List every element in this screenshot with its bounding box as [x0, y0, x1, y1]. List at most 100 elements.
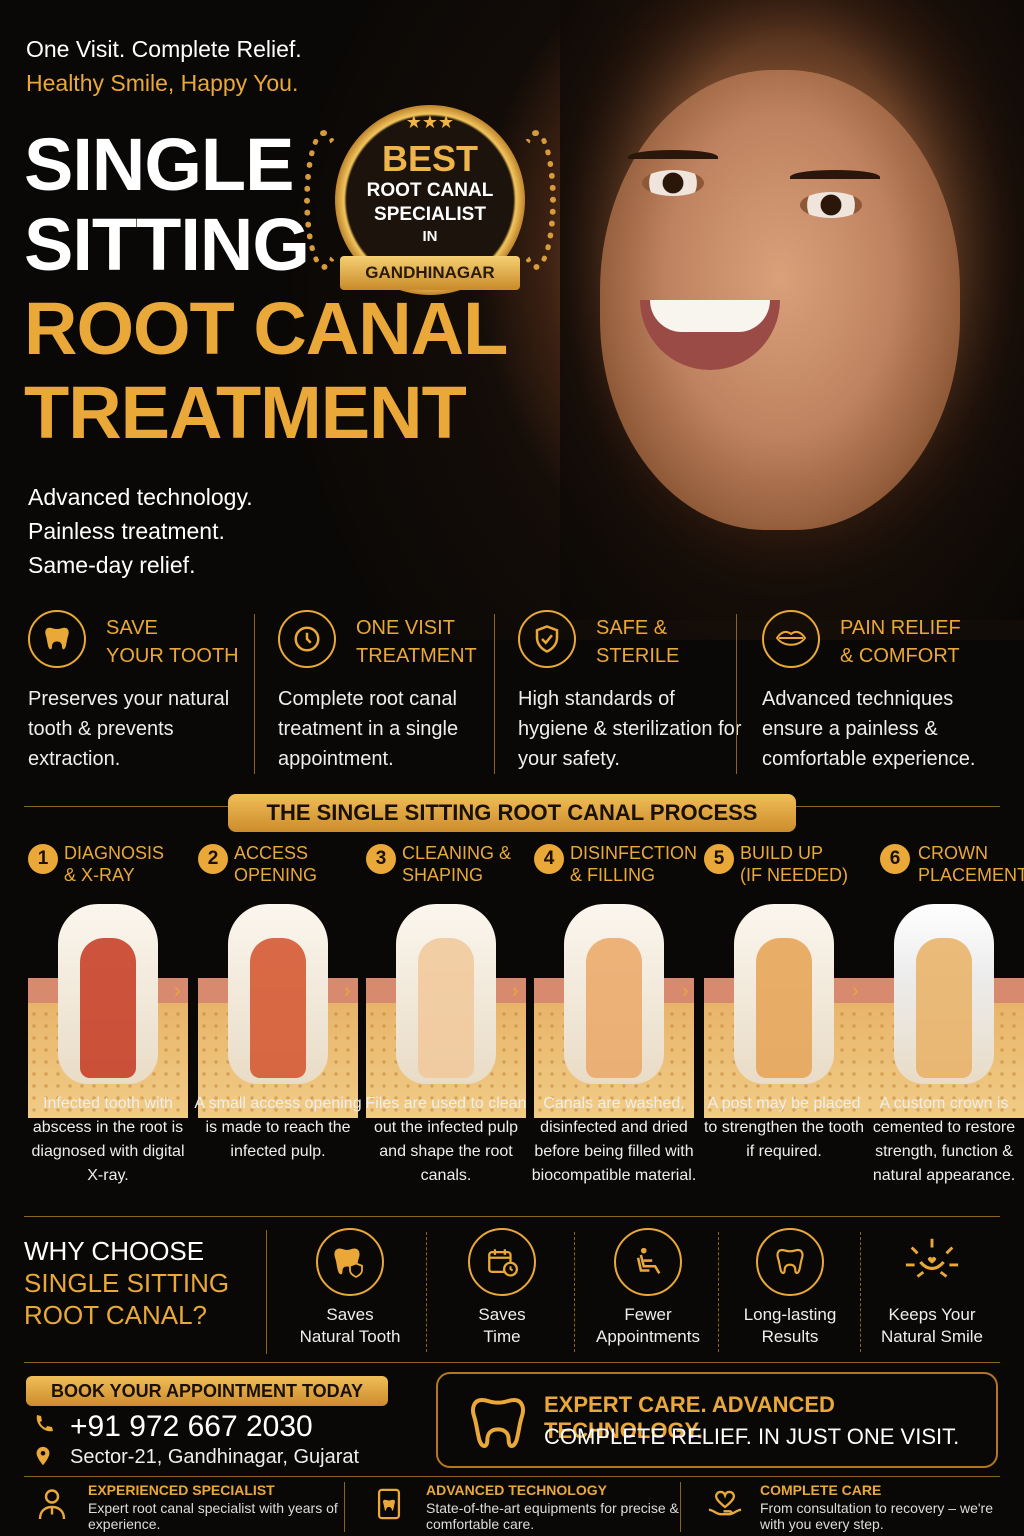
badge-line-2: SPECIALIST	[374, 204, 486, 225]
process-step-1: 1 DIAGNOSIS & X-RAY Infected tooth with …	[24, 842, 192, 1212]
process-banner: THE SINGLE SITTING ROOT CANAL PROCESS	[228, 794, 796, 832]
benefit-saves-tooth: Saves Natural Tooth	[280, 1228, 420, 1358]
badge-stars: ★★★	[405, 112, 455, 132]
feature-desc: Complete root canal treatment in a singl…	[278, 688, 459, 770]
feature-safe-sterile: SAFE & STERILE High standards of hygiene…	[514, 610, 754, 780]
chevron-right-icon: ›	[512, 980, 519, 1002]
divider	[574, 1232, 575, 1352]
feature-save-tooth: SAVE YOUR TOOTH Preserves your natural t…	[24, 610, 264, 780]
location-pin-icon	[32, 1444, 54, 1474]
section-divider	[24, 1362, 1000, 1363]
step-title: CROWN PLACEMENT	[918, 843, 1024, 885]
process-step-2: 2 ACCESS OPENING A small access opening …	[194, 842, 362, 1212]
tooth-illustration	[198, 898, 358, 1118]
footer-desc: From consultation to recovery – we're wi…	[760, 1500, 993, 1532]
divider	[344, 1482, 345, 1532]
footer-complete-care: COMPLETE CARE From consultation to recov…	[702, 1480, 1024, 1536]
step-desc: Infected tooth with abscess in the root …	[31, 1095, 185, 1184]
calendar-clock-icon	[468, 1228, 536, 1296]
feature-one-visit: ONE VISIT TREATMENT Complete root canal …	[274, 610, 514, 780]
badge-line-1: ROOT CANAL	[366, 180, 494, 201]
expert-line-2: COMPLETE RELIEF. IN JUST ONE VISIT.	[544, 1424, 960, 1449]
step-title: CLEANING & SHAPING	[402, 843, 512, 885]
divider	[736, 614, 737, 774]
intro-line-3: Same-day relief.	[28, 552, 196, 578]
step-desc: A post may be placed to strengthen the t…	[703, 1095, 865, 1160]
chevron-right-icon: ›	[682, 980, 689, 1002]
badge-ribbon: GANDHINAGAR	[340, 256, 520, 290]
divider	[718, 1232, 719, 1352]
feature-title: SAVE YOUR TOOTH	[106, 617, 239, 667]
title-line-4: TREATMENT	[24, 371, 467, 454]
benefit-label: Long-lasting Results	[743, 1305, 837, 1346]
feature-title: ONE VISIT TREATMENT	[356, 617, 477, 667]
footer-title: EXPERIENCED SPECIALIST	[88, 1482, 275, 1498]
step-title: DISINFECTION & FILLING	[570, 843, 698, 885]
benefit-label: Saves Natural Tooth	[299, 1305, 401, 1346]
phone-icon	[32, 1412, 56, 1441]
tooth-illustration	[704, 898, 864, 1118]
section-divider	[24, 1216, 1000, 1217]
footer-experienced-specialist: EXPERIENCED SPECIALIST Expert root canal…	[30, 1480, 360, 1536]
divider	[680, 1482, 681, 1532]
dental-chair-icon	[614, 1228, 682, 1296]
feature-title: SAFE & STERILE	[596, 617, 680, 667]
eyebrow-left	[628, 150, 718, 164]
laurel-left	[304, 130, 344, 270]
step-desc: A custom crown is cemented to restore st…	[872, 1095, 1016, 1184]
title-line-2: SITTING	[24, 203, 310, 286]
feature-desc: Preserves your natural tooth & prevents …	[28, 688, 230, 770]
best-specialist-badge: ★★★ BEST ROOT CANAL SPECIALIST IN GANDHI…	[300, 100, 560, 300]
divider	[860, 1232, 861, 1352]
benefit-fewer-appointments: Fewer Appointments	[578, 1228, 718, 1358]
expert-line-1: EXPERT CARE. ADVANCED TECHNOLOGY.	[544, 1392, 835, 1443]
step-number: 5	[704, 844, 734, 874]
step-number: 4	[534, 844, 564, 874]
step-number: 1	[28, 844, 58, 874]
chevron-right-icon: ›	[344, 980, 351, 1002]
step-desc: Canals are washed, disinfected and dried…	[531, 1095, 697, 1184]
process-step-5: 5 BUILD UP (IF NEEDED) A post may be pla…	[700, 842, 868, 1212]
divider	[254, 614, 255, 774]
feature-desc: Advanced techniques ensure a painless & …	[762, 688, 976, 770]
footer-advanced-technology: ADVANCED TECHNOLOGY State-of-the-art equ…	[368, 1480, 698, 1536]
process-step-4: 4 DISINFECTION & FILLING Canals are wash…	[530, 842, 698, 1212]
divider	[426, 1232, 427, 1352]
footer-title: ADVANCED TECHNOLOGY	[426, 1482, 607, 1498]
step-title: ACCESS OPENING	[234, 843, 318, 885]
title-line-1: SINGLE	[24, 123, 294, 206]
eye-left	[642, 170, 704, 196]
why-heading-2: SINGLE SITTING	[24, 1268, 230, 1298]
benefit-natural-smile: Keeps Your Natural Smile	[862, 1228, 1002, 1358]
eye-right	[800, 192, 862, 218]
tooth-illustration	[366, 898, 526, 1118]
doctor-icon	[34, 1486, 70, 1530]
expert-care-box: EXPERT CARE. ADVANCED TECHNOLOGY. COMPLE…	[436, 1372, 998, 1468]
step-number: 6	[880, 844, 910, 874]
heart-hands-icon	[706, 1486, 744, 1530]
benefit-saves-time: Saves Time	[432, 1228, 572, 1358]
chevron-right-icon: ›	[852, 980, 859, 1002]
step-number: 2	[198, 844, 228, 874]
laurel-right	[516, 130, 556, 270]
benefit-label: Saves Time	[478, 1305, 526, 1346]
badge-line-3: IN	[422, 228, 438, 245]
feature-title: PAIN RELIEF & COMFORT	[840, 617, 961, 667]
title-line-3: ROOT CANAL	[24, 287, 508, 370]
tooth-icon	[28, 610, 86, 668]
why-heading-3: ROOT CANAL?	[24, 1300, 208, 1330]
tooth-shield-icon	[316, 1228, 384, 1296]
footer-title: COMPLETE CARE	[760, 1482, 882, 1498]
eyebrow-right	[790, 170, 880, 184]
footer-desc: Expert root canal specialist with years …	[88, 1500, 338, 1532]
benefit-label: Fewer Appointments	[596, 1305, 700, 1346]
intro-line-2: Painless treatment.	[28, 518, 225, 544]
shield-check-icon	[518, 610, 576, 668]
feature-desc: High standards of hygiene & sterilizatio…	[518, 688, 742, 770]
tooth-illustration	[534, 898, 694, 1118]
book-appointment-banner: BOOK YOUR APPOINTMENT TODAY	[26, 1376, 388, 1406]
divider	[266, 1230, 267, 1354]
clinic-address: Sector-21, Gandhinagar, Gujarat	[70, 1446, 360, 1468]
phone-number-link[interactable]: +91 972 667 2030	[70, 1410, 313, 1443]
footer-desc: State-of-the-art equipments for precise …	[426, 1500, 679, 1532]
